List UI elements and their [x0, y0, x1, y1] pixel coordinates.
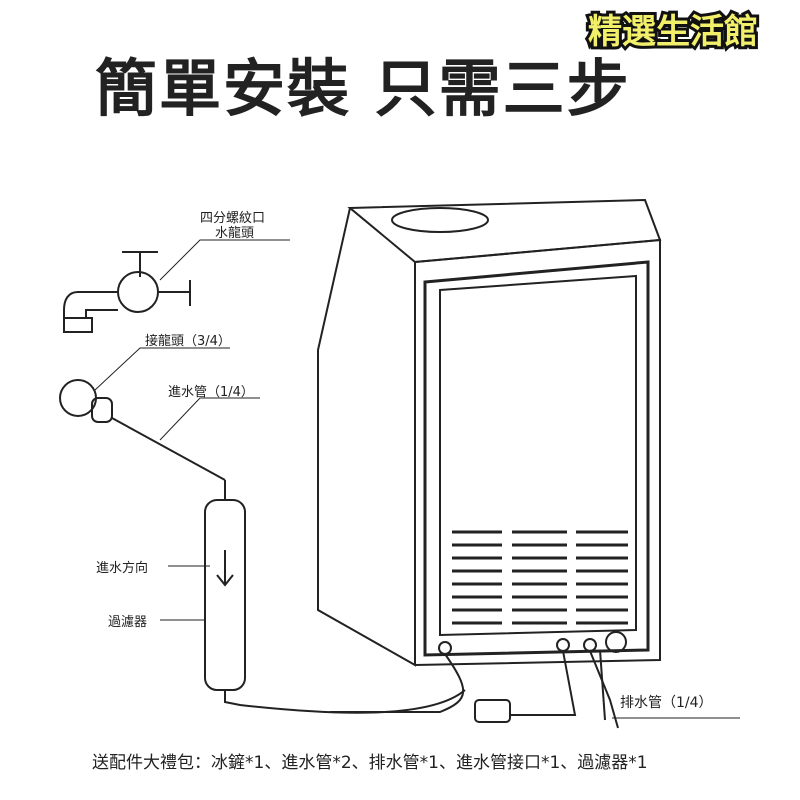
label-connector: 接龍頭（3/4） [145, 334, 231, 349]
label-flow-direction: 進水方向 [96, 561, 149, 576]
brand-logo: 精選生活館 [585, 9, 761, 55]
label-faucet-line1: 四分螺紋口 [200, 211, 266, 226]
page-title: 簡單安裝 只需三步 [95, 52, 631, 125]
label-drain-pipe: 排水管（1/4） [620, 695, 713, 711]
label-inlet-pipe: 進水管（1/4） [168, 385, 254, 400]
accessories-footer: 送配件大禮包：冰鏟*1、進水管*2、排水管*1、進水管接口*1、過濾器*1 [92, 753, 648, 773]
leader-lines [94, 239, 740, 719]
filter-assembly [59, 379, 466, 714]
label-faucet-line2: 水龍頭 [215, 226, 255, 241]
ice-machine [317, 198, 662, 729]
label-filter: 過濾器 [108, 615, 148, 630]
faucet [63, 251, 191, 333]
